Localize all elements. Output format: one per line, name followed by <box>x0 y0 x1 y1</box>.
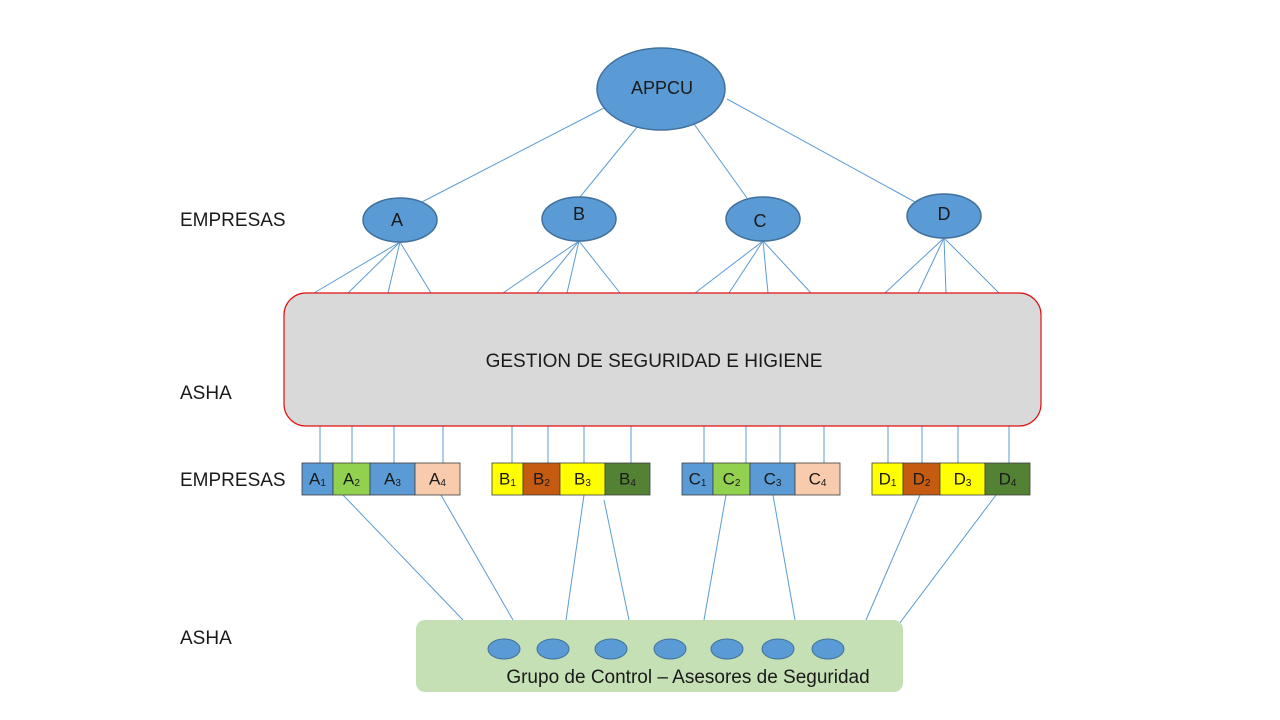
side-label-asha-top: ASHA <box>180 383 232 404</box>
connector-company-c-to-box-3 <box>762 240 769 294</box>
subcompany-cell-rect <box>902 462 941 496</box>
subcompany-cell-rect <box>712 462 751 496</box>
connector-root-c <box>693 123 748 199</box>
subcompany-cell-rect <box>559 462 606 496</box>
subcompany-cell-rect <box>522 462 561 496</box>
connector-cell-b4-control <box>603 499 630 621</box>
advisor-node-6[interactable] <box>761 638 795 660</box>
company-a-ellipse <box>362 197 438 243</box>
connector-company-d-to-box-2 <box>917 237 945 294</box>
company-b-ellipse <box>541 196 617 242</box>
connector-company-d-to-box-4 <box>943 237 1000 294</box>
subcompany-cell-b1[interactable]: B1 <box>491 462 524 496</box>
company-b-label: B <box>573 204 585 224</box>
subcompany-cell-b4[interactable]: B4 <box>604 462 651 496</box>
subcompany-cell-rect <box>749 462 796 496</box>
company-node-d[interactable]: D <box>906 193 982 239</box>
advisor-node-3[interactable] <box>594 638 628 660</box>
subcompany-cell-a2[interactable]: A2 <box>332 462 371 496</box>
connector-cell-c2-control <box>703 494 727 621</box>
subcompany-cell-d2[interactable]: D2 <box>902 462 941 496</box>
connector-cell-a1-control <box>342 494 464 621</box>
company-node-a[interactable]: A <box>362 197 438 243</box>
subcompany-cell-rect <box>414 462 461 496</box>
advisor-node-1[interactable] <box>487 638 521 660</box>
company-node-b[interactable]: B <box>541 196 617 242</box>
subcompany-cell-c1[interactable]: C1 <box>681 462 714 496</box>
company-a-label: A <box>391 210 403 230</box>
subcompany-cell-d1[interactable]: D1 <box>871 462 904 496</box>
connector-cell-c3-control <box>772 494 796 621</box>
subcompany-cell-rect <box>794 462 841 496</box>
subcompany-cell-a4[interactable]: A4 <box>414 462 461 496</box>
control-group-box[interactable]: Grupo de Control – Asesores de Seguridad <box>416 620 903 692</box>
subcompany-cell-d3[interactable]: D3 <box>939 462 986 496</box>
connector-cell-d4-control <box>886 494 997 641</box>
connector-company-b-to-box-1 <box>502 240 580 294</box>
connector-cell-a4-control <box>440 494 514 621</box>
connector-cell-d2-control <box>865 494 921 621</box>
connector-company-a-to-box-3 <box>387 241 401 294</box>
connector-company-b-to-box-3 <box>566 240 580 294</box>
root-ellipse <box>596 47 726 131</box>
management-box-rect <box>283 292 1042 427</box>
root-label: APPCU <box>631 78 693 98</box>
connector-root-d <box>726 98 916 203</box>
connector-company-c-to-box-2 <box>728 240 764 294</box>
root-node[interactable]: APPCU <box>596 47 726 131</box>
connector-company-a-to-box-4 <box>399 241 432 294</box>
connector-company-c-to-box-1 <box>694 240 764 294</box>
connector-company-a-to-box-1 <box>313 241 401 294</box>
advisor-node-7[interactable] <box>811 638 845 660</box>
connector-company-d-to-box-3 <box>943 237 947 294</box>
subcompany-cell-b3[interactable]: B3 <box>559 462 606 496</box>
company-c-ellipse <box>725 196 801 242</box>
connector-root-a <box>419 107 605 204</box>
connector-root-b <box>579 125 639 198</box>
connector-company-c-to-box-4 <box>762 240 812 294</box>
connector-company-b-to-box-2 <box>536 240 580 294</box>
subcompany-cell-c4[interactable]: C4 <box>794 462 841 496</box>
subcompany-cell-rect <box>681 462 714 496</box>
subcompany-cell-rect <box>939 462 986 496</box>
connector-lines <box>313 98 1010 641</box>
connector-company-a-to-box-2 <box>347 241 401 294</box>
connector-cell-b3-control <box>565 494 585 621</box>
subcompany-cell-rect <box>369 462 416 496</box>
connector-company-b-to-box-4 <box>578 240 621 294</box>
subcompany-cell-rect <box>332 462 371 496</box>
management-box[interactable]: GESTION DE SEGURIDAD E HIGIENE <box>283 292 1042 427</box>
side-label-empresas-bottom: EMPRESAS <box>180 470 286 491</box>
side-label-empresas-top: EMPRESAS <box>180 210 286 231</box>
subcompany-cell-c2[interactable]: C2 <box>712 462 751 496</box>
subcompany-cell-d4[interactable]: D4 <box>984 462 1031 496</box>
subcompany-cell-rect <box>301 462 334 496</box>
subcompany-cell-a3[interactable]: A3 <box>369 462 416 496</box>
advisor-node-4[interactable] <box>653 638 687 660</box>
company-d-label: D <box>938 204 951 224</box>
connector-company-d-to-box-1 <box>884 237 945 294</box>
advisor-node-2[interactable] <box>536 638 570 660</box>
company-c-label: C <box>754 211 767 231</box>
subcompany-cell-c3[interactable]: C3 <box>749 462 796 496</box>
management-box-label: GESTION DE SEGURIDAD E HIGIENE <box>486 351 823 372</box>
side-label-asha-bottom: ASHA <box>180 628 232 649</box>
subcompany-cell-rect <box>871 462 904 496</box>
advisor-nodes <box>487 638 845 660</box>
company-node-c[interactable]: C <box>725 196 801 242</box>
control-group-label: Grupo de Control – Asesores de Seguridad <box>506 667 869 688</box>
subcompany-cell-rect <box>984 462 1031 496</box>
subcompany-cell-a1[interactable]: A1 <box>301 462 334 496</box>
subcompany-cell-rect <box>604 462 651 496</box>
advisor-node-5[interactable] <box>710 638 744 660</box>
company-d-ellipse <box>906 193 982 239</box>
subcompany-cell-b2[interactable]: B2 <box>522 462 561 496</box>
